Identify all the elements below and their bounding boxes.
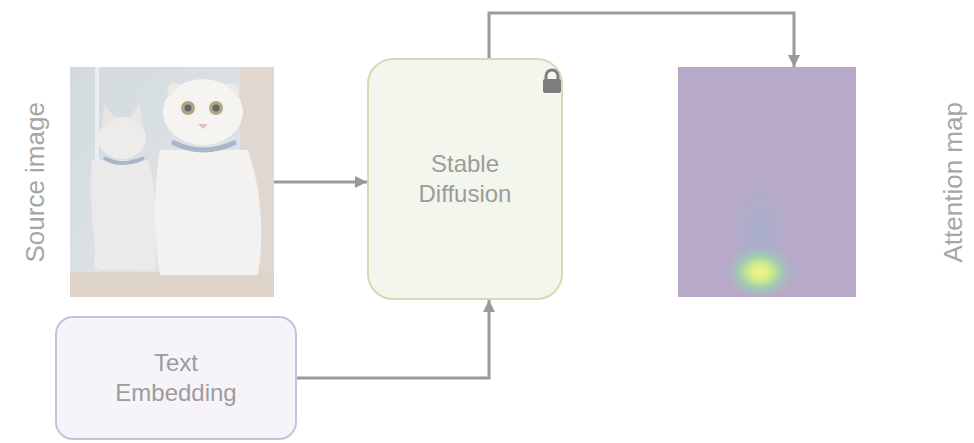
attention-map bbox=[678, 67, 856, 298]
image-frame: Attention map bbox=[678, 67, 856, 297]
process-box: Stable Diffusion bbox=[367, 58, 563, 300]
image-frame: Source image bbox=[70, 67, 274, 297]
box-label: Stable Diffusion bbox=[395, 149, 535, 209]
process-box: Text Embedding bbox=[55, 316, 297, 440]
box-label: Text Embedding bbox=[106, 348, 246, 408]
flow-arrow bbox=[274, 181, 367, 184]
image-label: Source image bbox=[21, 102, 50, 262]
flow-arrow bbox=[297, 300, 489, 378]
lock-icon bbox=[540, 68, 564, 94]
cat-photo bbox=[70, 67, 274, 297]
image-label: Attention map bbox=[939, 102, 968, 262]
